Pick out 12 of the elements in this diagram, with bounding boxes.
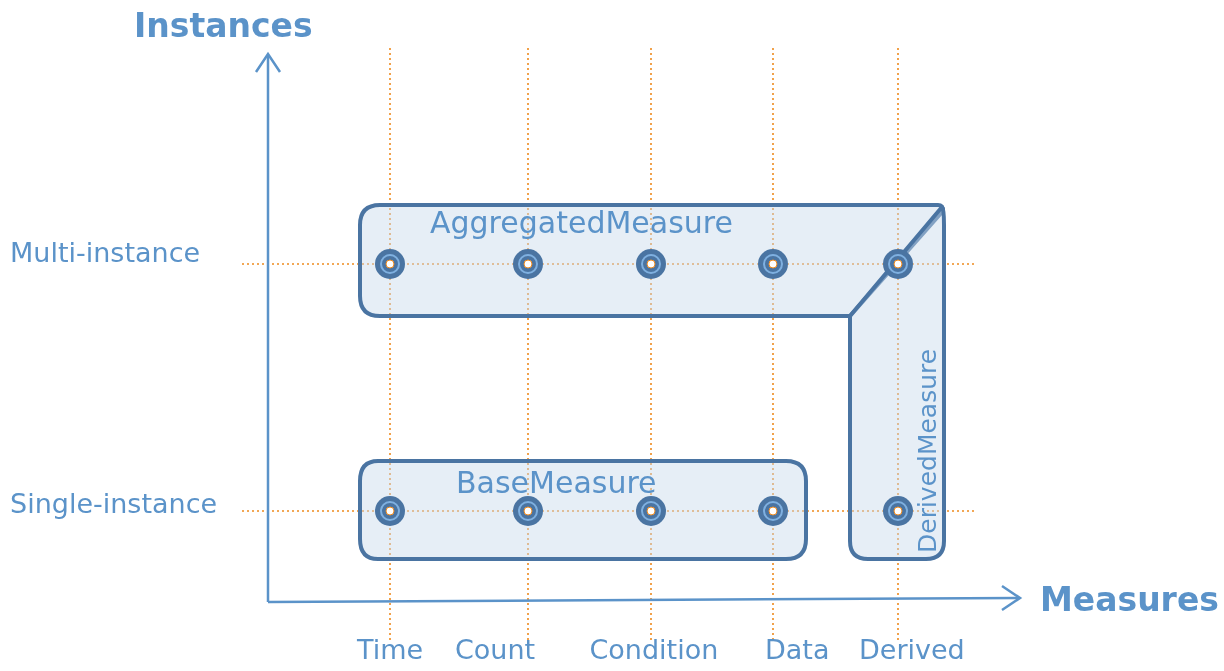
axis-title: Instances: [134, 6, 313, 45]
column-label: Data: [765, 634, 830, 665]
column-label: Derived: [859, 634, 965, 665]
region-label: DerivedMeasure: [914, 348, 942, 553]
region-label: AggregatedMeasure: [430, 205, 733, 240]
row-label: Multi-instance: [10, 237, 201, 268]
column-label: Condition: [589, 634, 719, 665]
region-label: BaseMeasure: [456, 465, 657, 500]
column-label: Count: [455, 634, 536, 665]
axis-title: Measures: [1040, 580, 1219, 619]
column-label: Time: [357, 634, 424, 665]
row-label: Single-instance: [10, 488, 218, 519]
